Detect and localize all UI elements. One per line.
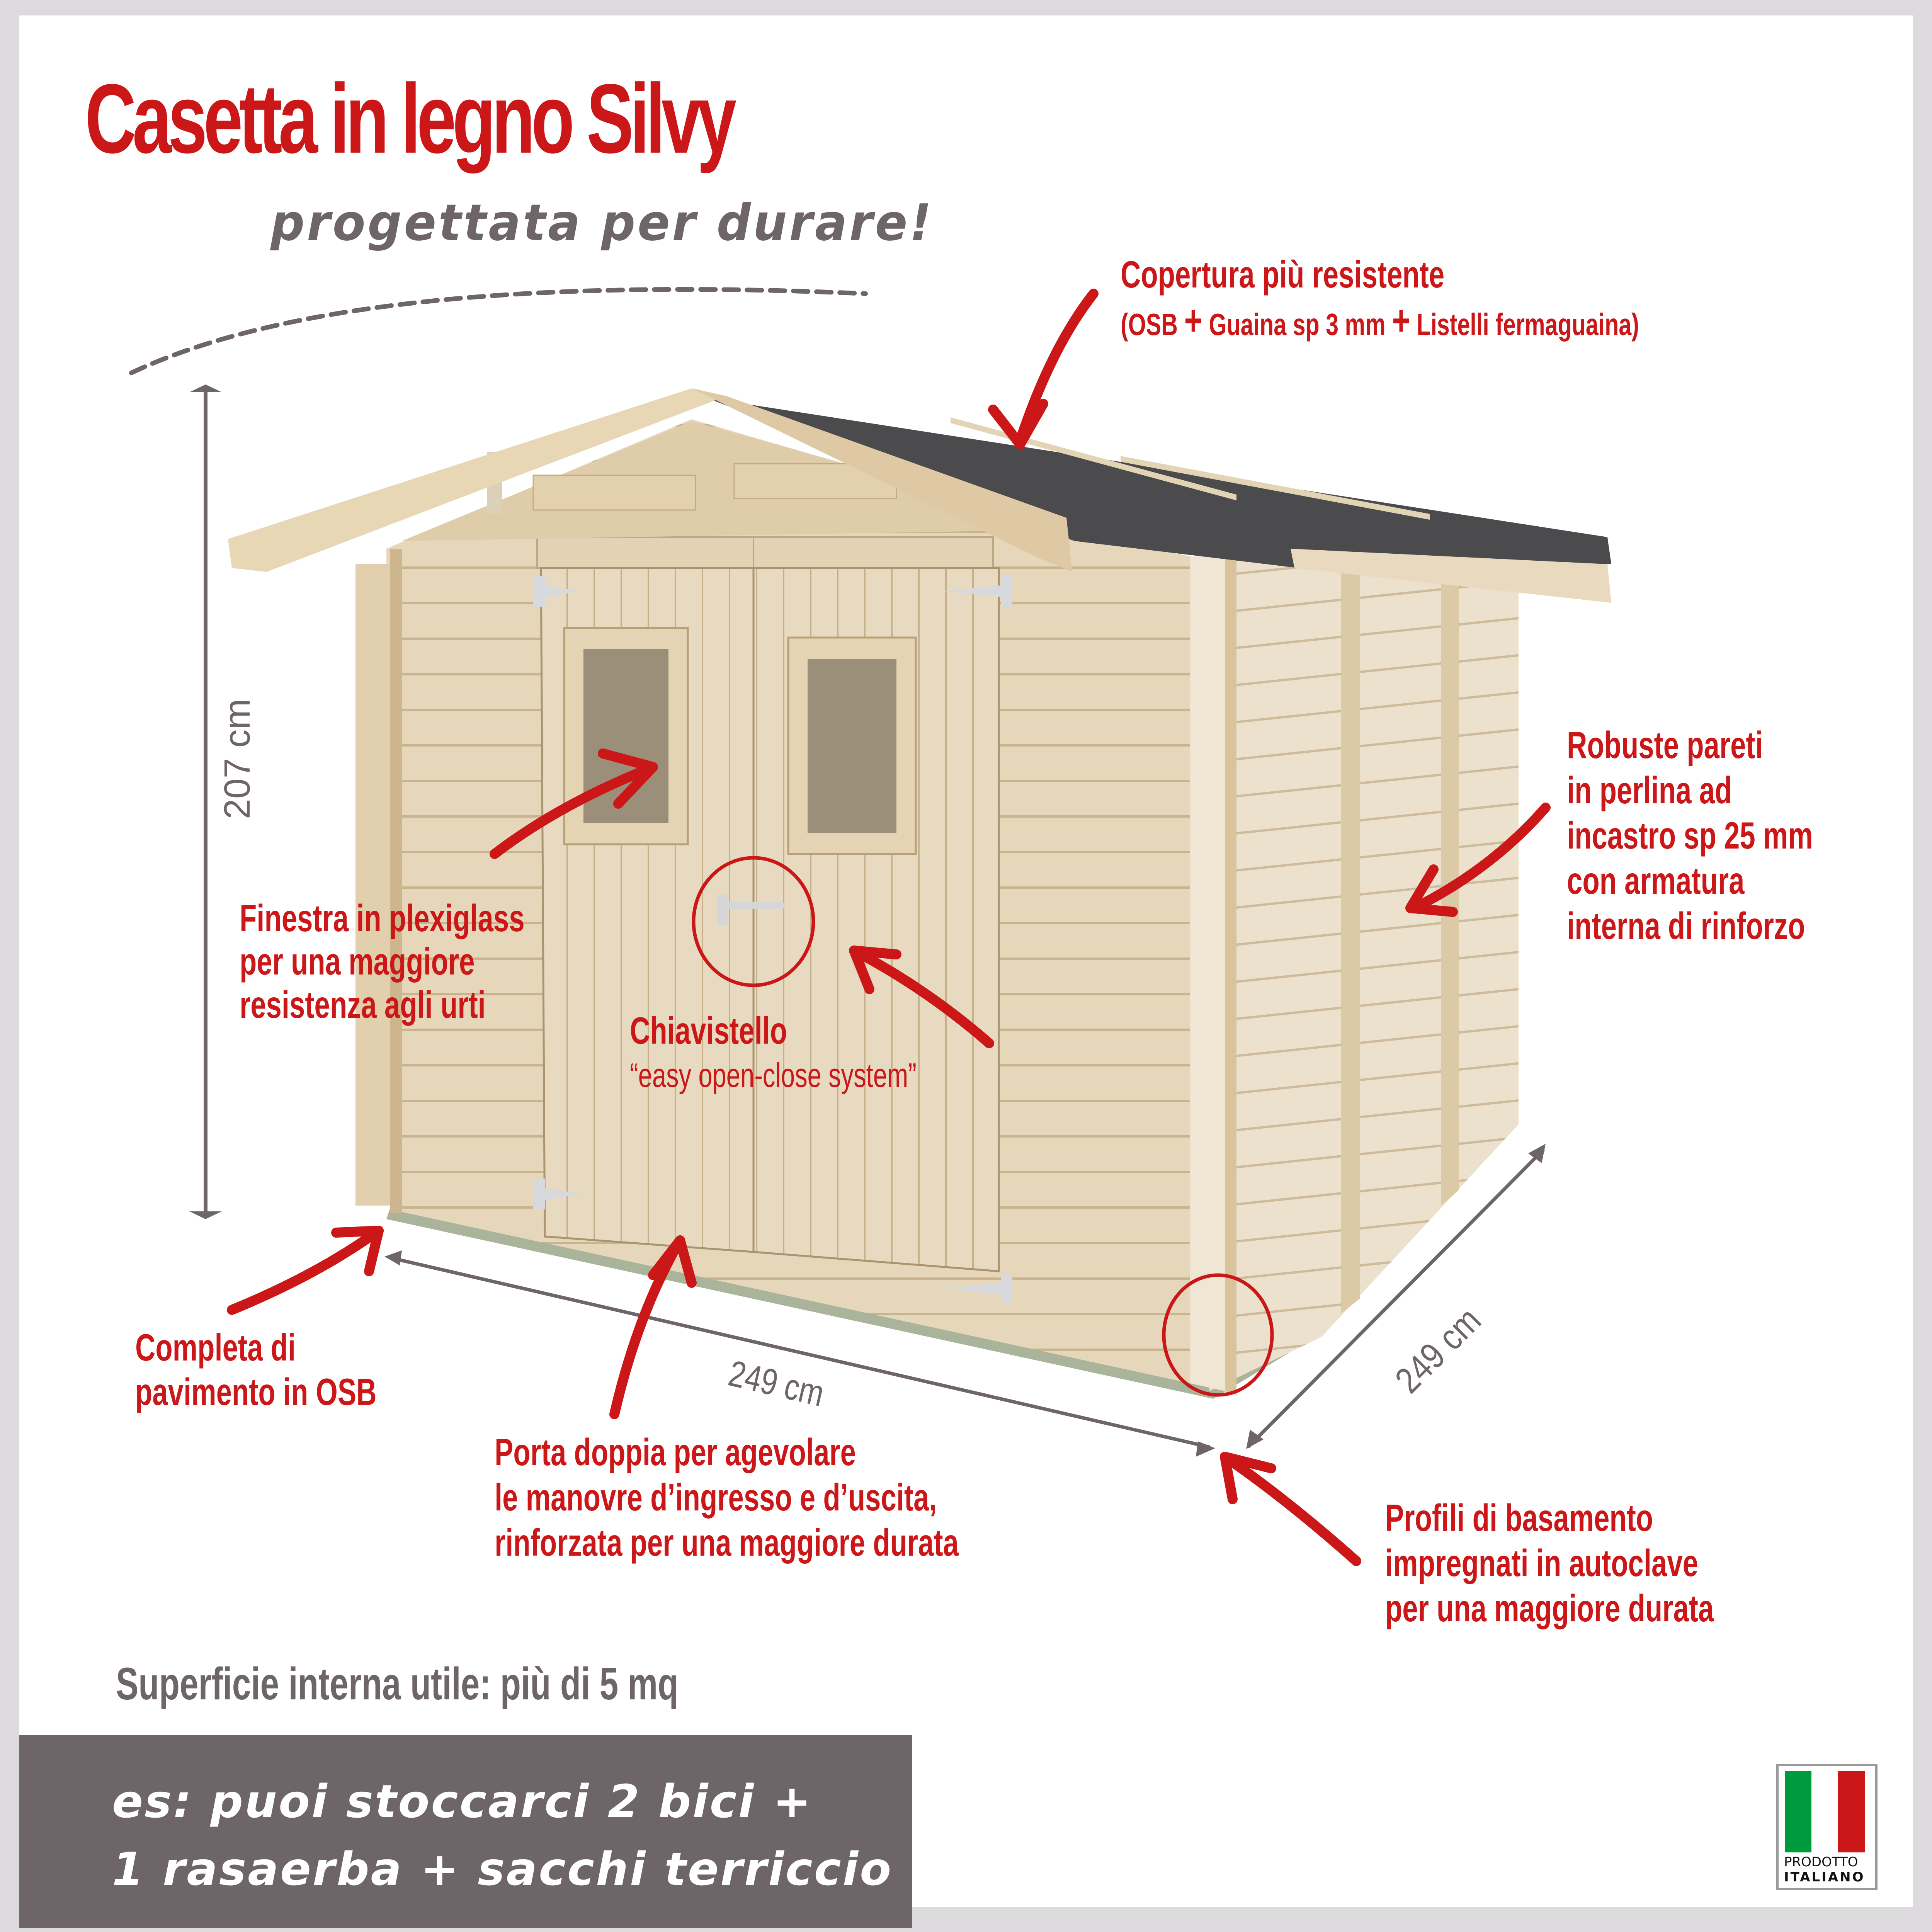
roof-fascia-left — [228, 388, 726, 572]
callout-window: Finestra in plexiglass per una maggiore … — [240, 897, 525, 1026]
arrow-walls — [1409, 803, 1551, 913]
flag-red-stripe — [1838, 1771, 1865, 1852]
hinge-top-left — [533, 576, 545, 607]
roof-fascia-right — [692, 388, 1072, 572]
usage-example-banner — [19, 1735, 912, 1928]
flag-white-stripe — [1811, 1771, 1838, 1852]
callout-door: Porta doppia per agevolare le manovre d’… — [495, 1431, 959, 1564]
page-subtitle: progettata per durare! — [270, 193, 934, 252]
callout-roof-title: Copertura più resistente — [1121, 253, 1445, 296]
plus-icon: + — [1392, 297, 1410, 344]
latch-bolt — [719, 902, 784, 909]
hinge-bottom-right — [1001, 1273, 1012, 1304]
callout-latch: Chiavistello “easy open-close system” — [630, 1009, 917, 1094]
hinge-top-right — [1001, 576, 1012, 607]
callout-base: Profili di basamento impregnati in autoc… — [1385, 1497, 1714, 1629]
front-width-dimension-line — [384, 1250, 1215, 1457]
roof-eave-right — [1291, 549, 1611, 603]
height-dimension-line — [189, 384, 222, 1219]
callout-roof-detail: (OSB + Guaina sp 3 mm + Listelli fermagu… — [1121, 297, 1639, 344]
roof-membrane — [707, 398, 1611, 568]
callout-roof: Copertura più resistente (OSB + Guaina s… — [1121, 251, 1639, 348]
italian-flag-icon — [1785, 1771, 1865, 1852]
latch-highlight-circle — [692, 856, 815, 987]
arrow-roof — [1015, 289, 1099, 446]
surface-note: Superficie interna utile: più di 5 mq — [116, 1658, 679, 1709]
height-dimension-label: 207 cm — [217, 699, 258, 819]
badge-line2: ITALIANO — [1784, 1869, 1865, 1885]
prodotto-italiano-badge: PRODOTTO ITALIANO — [1776, 1764, 1878, 1890]
arrow-latch — [849, 946, 994, 1048]
hinge-bottom-left — [533, 1179, 545, 1209]
arrow-window — [490, 762, 658, 859]
badge-line1: PRODOTTO — [1784, 1854, 1858, 1870]
base-highlight-circle — [1162, 1273, 1274, 1397]
flag-green-stripe — [1785, 1771, 1811, 1852]
shed-corner-post — [1190, 556, 1225, 1391]
decorative-dashed-arc — [129, 287, 868, 375]
usage-example-text: es: puoi stoccarci 2 bici + 1 rasaerba +… — [112, 1775, 893, 1896]
arrow-base — [1220, 1452, 1361, 1566]
arrow-floor — [227, 1226, 384, 1315]
page-title: Casetta in legno Silvy — [85, 64, 736, 174]
plus-icon: + — [1184, 297, 1202, 344]
callout-floor: Completa di pavimento in OSB — [135, 1326, 377, 1413]
window-right-pane — [808, 659, 896, 833]
double-door — [533, 536, 1012, 1304]
roof-batten-2 — [1121, 456, 1430, 520]
callout-walls: Robuste pareti in perlina ad incastro sp… — [1567, 724, 1813, 947]
side-depth-dimension-line — [1246, 1144, 1546, 1449]
